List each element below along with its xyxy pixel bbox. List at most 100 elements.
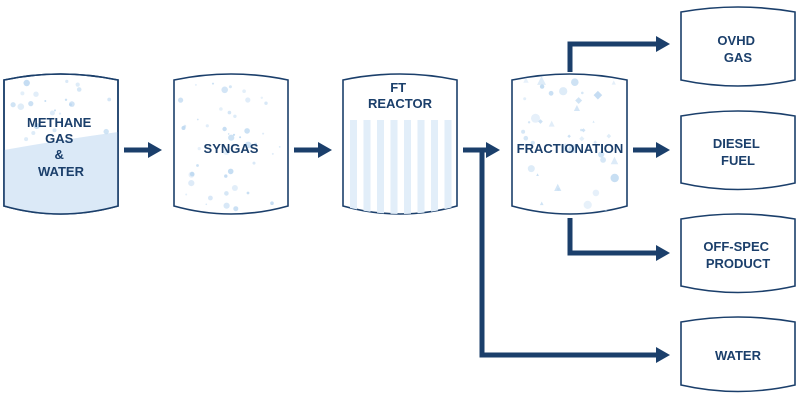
bubble-dot [31, 131, 36, 135]
bubble-dot [103, 128, 109, 135]
bubbles [10, 79, 112, 142]
arrow-feed-to-syngas [124, 142, 162, 158]
bubbles [178, 82, 281, 212]
particle [548, 120, 555, 127]
particle [581, 91, 584, 95]
reactor-tube [417, 120, 425, 214]
node-ovhd-gas: OVHD GAS [680, 6, 796, 87]
bubble-dot [196, 118, 199, 121]
bubble-dot [28, 101, 34, 107]
reactor-tube [431, 120, 438, 214]
particle [537, 76, 546, 85]
bubble-dot [69, 101, 75, 107]
bubble-dot [239, 136, 242, 139]
node-fractionation: FRACTIONATION [511, 73, 628, 215]
node-ovhd-gas-label: OVHD GAS [717, 33, 758, 65]
particle [527, 121, 531, 124]
bubble-dot [17, 103, 25, 110]
bubble-dot [208, 195, 213, 201]
particle [567, 134, 571, 139]
bubble-dot [24, 137, 29, 142]
particle [568, 144, 578, 153]
bubble-dot [227, 133, 230, 135]
particle [523, 97, 527, 101]
arrow-fractionation-to-diesel-fuel [633, 142, 670, 158]
bubble-dot [245, 141, 252, 148]
reactor-tube [404, 120, 411, 214]
bubble-dot [185, 193, 188, 196]
flow-arrows [124, 36, 670, 363]
bubble-dot [52, 128, 57, 133]
bubble-dot [278, 146, 281, 148]
particle [592, 189, 600, 197]
particle [548, 90, 554, 96]
bubble-dot [76, 87, 82, 92]
node-feed-label: METHANE GAS & WATER [27, 115, 95, 179]
bubble-dot [65, 79, 69, 83]
bubble-dot [188, 180, 195, 187]
reactor-tube [390, 120, 398, 214]
bubble-dot [189, 171, 195, 177]
reactor-tubes [350, 120, 452, 214]
bubble-dot [219, 107, 223, 111]
bubble-dot [181, 126, 186, 130]
node-ft-reactor: FT REACTOR [342, 73, 458, 215]
node-ft-reactor-label: FT REACTOR [368, 80, 433, 111]
bubble-dot [205, 124, 209, 128]
node-diesel-fuel-label: DIESEL FUEL [713, 136, 763, 168]
particle [610, 156, 619, 165]
particle [573, 104, 580, 112]
arrow-ft-reactor-to-water [479, 150, 670, 363]
particle [539, 201, 544, 206]
bubble-dot [227, 168, 234, 175]
particle [561, 143, 570, 152]
particle [557, 188, 560, 191]
bubble-dot [64, 98, 68, 102]
reactor-tube [377, 120, 384, 214]
bubble-dot [233, 114, 237, 119]
particle [600, 157, 606, 163]
bubble-dot [228, 85, 232, 89]
bubble-dot [212, 82, 214, 85]
particle [554, 183, 562, 191]
particle [571, 78, 579, 86]
bubble-dot [262, 132, 265, 135]
particle [521, 129, 526, 134]
node-water: WATER [680, 316, 796, 393]
bubble-dot [178, 97, 184, 103]
particle [536, 173, 539, 177]
particle [531, 113, 540, 123]
bubble-dot [10, 102, 16, 108]
bubble-dot [224, 191, 229, 196]
bubble-dot [223, 148, 230, 155]
bubble-dot [222, 126, 227, 132]
bubble-dot [205, 203, 208, 206]
node-fractionation-label: FRACTIONATION [517, 141, 624, 156]
bubble-dot [54, 109, 56, 112]
particle [523, 135, 529, 141]
bubble-dot [44, 100, 47, 102]
bubble-dot [20, 91, 25, 96]
bubble-dot [228, 134, 235, 141]
particle [523, 77, 529, 83]
node-feed: METHANE GAS & WATER [3, 73, 119, 215]
bubble-dot [107, 97, 112, 102]
node-off-spec-product-label: OFF-SPEC PRODUCT [703, 239, 772, 271]
bubble-dot [196, 164, 199, 167]
particle [530, 140, 535, 145]
bubble-dot [75, 82, 80, 87]
bubble-dot [227, 110, 232, 115]
particle [527, 165, 535, 173]
arrow-fractionation-to-off-spec-product [567, 218, 670, 261]
bubble-dot [260, 96, 263, 100]
particle [611, 80, 616, 85]
bubble-dot [271, 152, 274, 155]
bubble-dot [246, 191, 250, 195]
bubble-dot [264, 101, 268, 105]
bubble-dot [223, 202, 230, 209]
reactor-tube [350, 120, 357, 214]
bubble-dot [33, 123, 40, 129]
particle [610, 173, 619, 183]
node-syngas-label: SYNGAS [204, 141, 259, 156]
